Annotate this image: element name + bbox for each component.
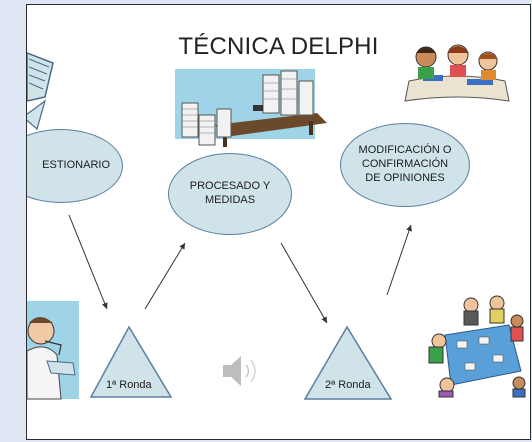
node-procesado: PROCESADO Y MEDIDAS bbox=[168, 153, 292, 235]
round-1-label: 1ª Ronda bbox=[106, 379, 152, 391]
slide-title: TÉCNICA DELPHI bbox=[178, 33, 379, 60]
node-modificacion: MODIFICACIÓN O CONFIRMACIÓN DE OPINIONES bbox=[340, 123, 470, 207]
paper-stacks-clipart bbox=[175, 69, 327, 147]
speaker-icon bbox=[223, 356, 256, 386]
arrow-ronda1-to-procesado bbox=[144, 242, 186, 310]
arrow-procesado-to-ronda2 bbox=[280, 242, 328, 324]
meeting-clipart bbox=[423, 295, 530, 398]
node-modificacion-line1: MODIFICACIÓN O bbox=[358, 144, 452, 157]
document-clipart bbox=[27, 52, 54, 131]
delphi-slide: TÉCNICA DELPHI ESTIONARIO PROCESADO Y ME… bbox=[26, 4, 531, 440]
node-procesado-line2: MEDIDAS bbox=[204, 194, 256, 206]
thinking-person-clipart bbox=[27, 301, 79, 400]
diagram-canvas bbox=[27, 44, 530, 400]
node-modificacion-line2: CONFIRMACIÓN bbox=[361, 158, 449, 171]
arrow-ronda2-to-modificacion bbox=[386, 224, 412, 296]
round-2-label: 2ª Ronda bbox=[325, 379, 371, 391]
node-modificacion-line3: DE OPINIONES bbox=[365, 171, 445, 184]
round-1-triangle bbox=[89, 325, 173, 398]
arrow-cuestionario-to-ronda1 bbox=[68, 214, 108, 310]
round-2-triangle bbox=[303, 325, 393, 400]
children-reading-clipart bbox=[404, 44, 510, 102]
node-procesado-line1: PROCESADO Y bbox=[189, 180, 271, 193]
node-cuestionario-label: ESTIONARIO bbox=[42, 159, 110, 172]
